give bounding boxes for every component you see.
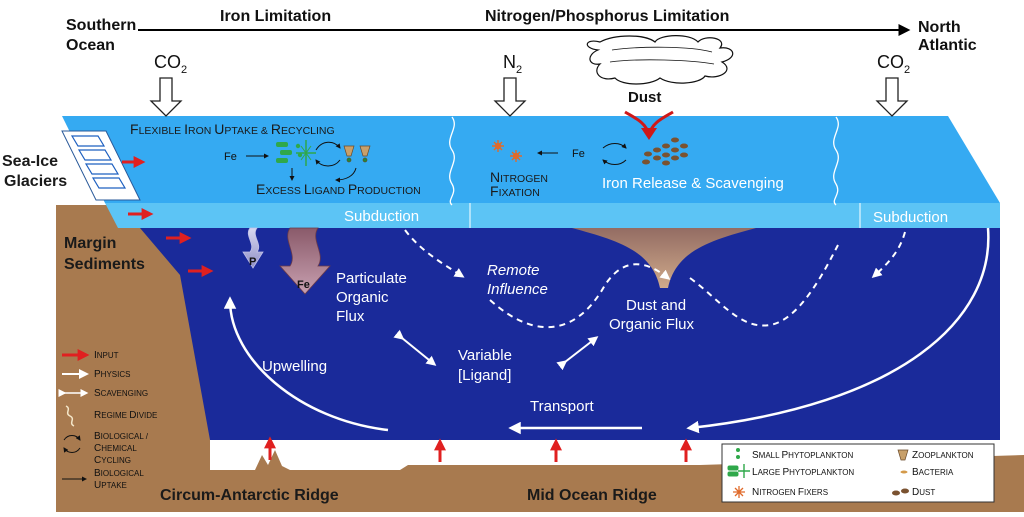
scavenging-arrow-bottom: [602, 159, 627, 165]
dust-input-label: Dust: [628, 89, 661, 106]
upwelling-arrow: [223, 296, 389, 432]
bio-cycling-arrow-top: [315, 141, 341, 151]
sediments-label: Sediments: [64, 256, 145, 273]
north-atlantic-label-2: Atlantic: [918, 37, 977, 54]
southern-ocean-label-2: Ocean: [66, 37, 115, 54]
organic-label: Organic: [336, 289, 389, 306]
legend-small-phyto-icon: [736, 448, 740, 459]
dust-and-label: Dust and: [626, 297, 686, 314]
legend-scavenging-label: SCAVENGING: [94, 388, 148, 399]
deep-ocean: [105, 228, 1000, 440]
ligand-label: [Ligand]: [458, 367, 511, 384]
p-flux-label: P: [249, 256, 256, 268]
p-flux-plume: [242, 227, 264, 269]
remote-label: Remote: [487, 262, 540, 279]
scavenging-double-arrows: [393, 329, 599, 371]
surface-ocean: [62, 116, 1000, 203]
mid-ocean-ridge-label: Mid Ocean Ridge: [527, 487, 657, 504]
input-arrows: [122, 156, 692, 462]
legend-uptake-label-1: BIOLOGICAL: [94, 468, 144, 479]
fe-label-left: Fe: [224, 151, 237, 163]
legend-regime-divide-icon: [65, 405, 75, 427]
co2-left-label: CO2: [154, 52, 187, 76]
upwelling-label: Upwelling: [262, 358, 327, 375]
southern-ocean-label: Southern: [66, 17, 136, 34]
subduction-band: [105, 203, 1000, 228]
dust-plume: [572, 228, 756, 288]
organic-flux-label: Organic Flux: [609, 316, 695, 333]
fixation-label: FIXATION: [490, 183, 540, 199]
legend-uptake-label-2: UPTAKE: [94, 480, 127, 491]
np-limitation-label: Nitrogen/Phosphorus Limitation: [485, 8, 729, 25]
regime-divide-right: [833, 116, 839, 206]
legend-cycling-icon-bottom: [63, 447, 81, 453]
bio-cycling-arrow-bottom: [315, 159, 341, 167]
sea-ice-label: Sea-Ice: [2, 153, 58, 170]
flexible-uptake-label: FLEXIBLE IRON UPTAKE & RECYCLING: [130, 121, 335, 137]
dust-flux-wave: [489, 263, 671, 329]
iron-release-label: Iron Release & Scavenging: [602, 175, 784, 192]
co2-left-arrow: [149, 77, 183, 117]
legend-zooplankton-icon: [897, 449, 909, 461]
legend-dust-label: DUST: [912, 487, 935, 498]
legend-bacteria-icon: [900, 470, 908, 474]
dust-cloud-inner: [609, 46, 715, 65]
deep-loop-arrow: [686, 227, 990, 434]
transport-label: Transport: [530, 398, 594, 415]
fe-flux-plume: [279, 227, 331, 295]
legend-right-box: [721, 443, 995, 503]
legend-cycling-icon-top: [63, 435, 81, 441]
legend-bacteria-label: BACTERIA: [912, 467, 954, 478]
legend-n-fixers-icon: [733, 486, 745, 498]
legend-left: INPUT PHYSICS SCAVENGING REGIME DIVIDE B…: [58, 349, 157, 491]
margin-label: Margin: [64, 235, 116, 252]
n2-label: N2: [503, 52, 522, 76]
phytoplankton-icon: [276, 140, 316, 166]
margin-sediment: [56, 205, 210, 512]
legend-large-phyto-label: LARGE PHYTOPLANKTON: [752, 467, 854, 478]
legend-large-phyto-icon: [727, 464, 750, 478]
flux-label: Flux: [336, 308, 365, 325]
legend-cycling-label-2: CHEMICAL: [94, 443, 137, 454]
nitrogen-fixers-icon: [492, 140, 522, 162]
nitrogen-label: NITROGEN: [490, 169, 548, 185]
legend-right: SMALL PHYTOPLANKTON LARGE PHYTOPLANKTON …: [721, 443, 995, 503]
subduction-dashed-right: [871, 231, 906, 278]
north-atlantic-label: North: [918, 19, 961, 36]
legend-input-label: INPUT: [94, 350, 119, 361]
co2-right-arrow: [875, 77, 909, 117]
dust-particles-icon: [642, 137, 688, 166]
subduction-right-label: Subduction: [873, 209, 948, 226]
legend-regime-divide-label: REGIME DIVIDE: [94, 410, 157, 421]
iron-limitation-label: Iron Limitation: [220, 8, 331, 25]
particulate-label: Particulate: [336, 270, 407, 287]
regime-divide-left: [449, 116, 455, 206]
co2-right-label: CO2: [877, 52, 910, 76]
ligand-recycle-arrow: [335, 167, 357, 183]
circum-antarctic-ridge-label: Circum-Antarctic Ridge: [160, 487, 339, 504]
influence-label: Influence: [487, 281, 548, 298]
fe-label-mid: Fe: [572, 148, 585, 160]
legend-cycling-label-3: CYCLING: [94, 455, 131, 466]
zooplankton-icon: [343, 145, 371, 163]
fe-flux-label: Fe: [297, 279, 310, 291]
glaciers-label: Glaciers: [4, 173, 67, 190]
legend-n-fixers-label: NITROGEN FIXERS: [752, 487, 828, 498]
legend-physics-label: PHYSICS: [94, 369, 130, 380]
remote-influence-path: [404, 229, 465, 278]
legend-small-phyto-label: SMALL PHYTOPLANKTON: [752, 450, 853, 461]
dust-input-arrowhead: [641, 128, 657, 140]
excess-ligand-label: EXCESS LIGAND PRODUCTION: [256, 181, 421, 197]
subduction-left-label: Subduction: [344, 208, 419, 225]
legend-zooplankton-label: ZOOPLANKTON: [912, 450, 974, 461]
n2-arrow: [493, 77, 527, 117]
scavenging-arrow-top: [602, 143, 627, 149]
legend-cycling-label-1: BIOLOGICAL /: [94, 431, 149, 442]
glacier-stripes: [70, 135, 127, 189]
legend-dust-icon: [892, 488, 909, 496]
variable-label: Variable: [458, 347, 512, 364]
